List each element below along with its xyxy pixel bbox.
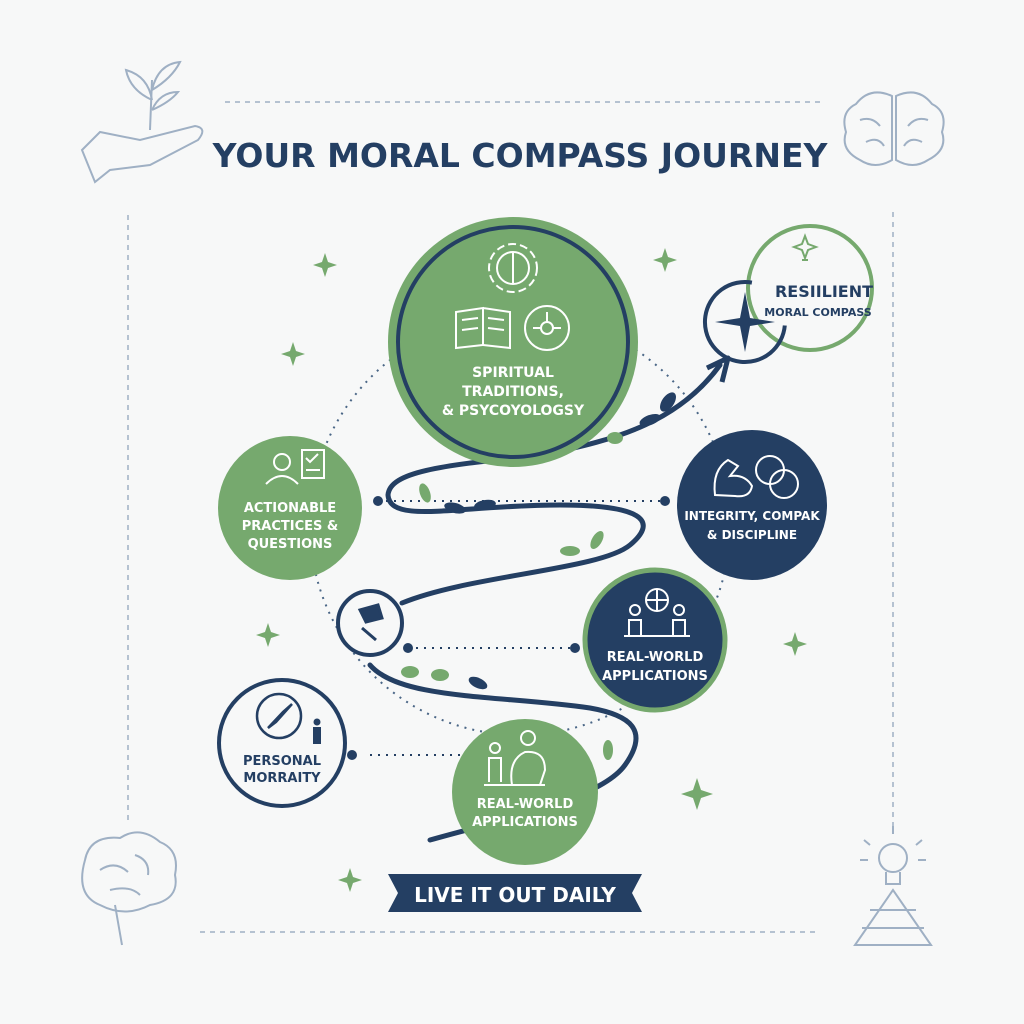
page-title: YOUR MORAL COMPASS JOURNEY [212,136,829,175]
sparkle-icon [681,778,713,810]
node-personal-morality[interactable]: PERSONAL MORRAITY [217,678,347,808]
node-label: QUESTIONS [248,537,333,552]
node-label: APPLICATIONS [602,669,708,684]
node-label: ACTIONABLE [244,501,336,516]
node-label: TRADITIONS, [462,384,564,400]
node-label: SPIRITUAL [472,365,554,381]
compass-rose-icon [703,280,787,364]
book-icon [455,306,511,350]
footprints-icon [401,392,676,760]
node-label: REAL-WORLD [607,650,704,665]
sparkle-icon [281,342,305,366]
node-real-world-applications-green[interactable]: REAL-WORLD APPLICATIONS [452,719,598,865]
node-label: MORRAITY [243,771,321,786]
muscle-arm-icon [713,458,754,498]
sparkle-icon [783,632,807,656]
node-actionable-practices[interactable]: ACTIONABLE PRACTICES & QUESTIONS [218,436,362,580]
node-resilient-moral-compass[interactable]: RESIILIENT MORAL COMPASS [703,224,874,364]
hand-compass-icon [357,603,384,642]
hand-plant-icon [80,60,204,184]
lightbulb-pyramid-icon [853,826,933,946]
compass-waypoint [336,589,404,657]
brain-icon [81,831,177,946]
node-integrity[interactable]: INTEGRITY, COMPAK & DISCIPLINE [677,430,827,580]
node-label: RESIILIENT [775,282,873,301]
connector-dots [347,496,670,760]
node-spiritual-traditions[interactable]: SPIRITUAL TRADITIONS, & PSYCOYOLOGSY [388,217,638,467]
node-label: REAL-WORLD [477,797,574,812]
live-it-out-banner: LIVE IT OUT DAILY [388,874,642,912]
brain-icon [843,91,945,166]
node-label: APPLICATIONS [472,815,578,830]
node-label: & DISCIPLINE [707,528,797,542]
person-icon [313,718,321,744]
people-globe-icon [624,588,690,637]
sparkle-icon [653,248,677,272]
brain-gear-icon [488,243,538,293]
node-real-world-applications-navy[interactable]: REAL-WORLD APPLICATIONS [582,567,728,713]
node-label: & PSYCOYOLOGSY [442,403,585,419]
sparkle-icons [256,248,807,892]
node-label: INTEGRITY, COMPAK [684,509,820,523]
neuron-icon [524,305,570,351]
node-label: PRACTICES & [242,519,339,534]
frame-lines [127,101,894,933]
node-label: MORAL COMPASS [764,306,871,319]
lightbulb-icon [791,233,819,261]
sparkle-icon [338,868,362,892]
sparkle-icon [256,623,280,647]
person-head-icon [484,730,547,786]
banner-text: LIVE IT OUT DAILY [414,883,616,907]
person-checklist-icon [265,449,325,485]
node-label: PERSONAL [243,754,321,769]
compass-icon [255,692,303,740]
sparkle-icon [313,253,337,277]
brain-icon [755,455,799,499]
